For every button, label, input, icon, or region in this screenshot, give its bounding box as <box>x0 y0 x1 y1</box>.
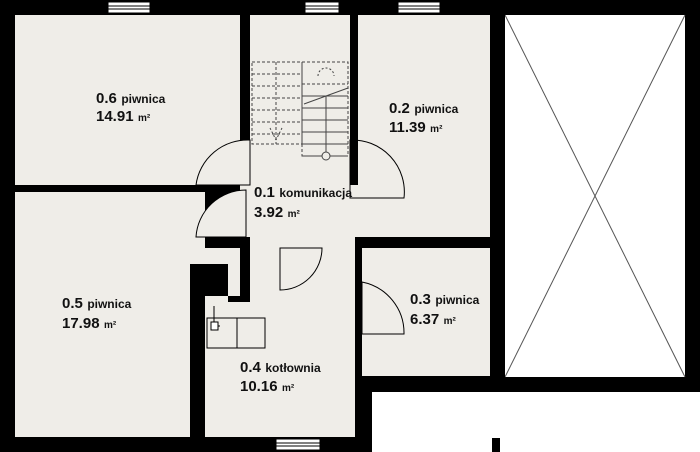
room-name: piwnica <box>121 92 165 106</box>
room-area: 17.98 <box>62 315 100 332</box>
wall-stair-left <box>240 15 250 185</box>
room-unit: m² <box>138 113 151 124</box>
room-area: 14.91 <box>96 108 134 125</box>
window-bottom-04 <box>275 438 321 451</box>
svg-text:0.2 piwnica: 0.2 piwnica <box>389 100 459 117</box>
room-unit: m² <box>288 209 301 220</box>
room-unit: m² <box>104 320 117 331</box>
room-number: 0.2 <box>389 100 410 117</box>
wall-05-04 <box>190 296 205 437</box>
room-unit: m² <box>444 316 457 327</box>
room-name: piwnica <box>87 297 131 311</box>
room-name: piwnica <box>435 293 479 307</box>
svg-text:0.4 kotłownia: 0.4 kotłownia <box>240 359 321 376</box>
svg-text:6.37 m²: 6.37 m² <box>410 311 457 328</box>
room-area: 6.37 <box>410 311 439 328</box>
room-floor-0-2 <box>358 15 490 237</box>
wall-03-top <box>355 237 490 248</box>
window-top-stair <box>304 1 340 14</box>
door-02-swing <box>349 139 405 199</box>
staircase <box>251 61 349 161</box>
window-top-02 <box>397 1 441 14</box>
room-name: piwnica <box>414 102 458 116</box>
wall-04-top-stub <box>228 296 250 302</box>
room-area: 3.92 <box>254 204 283 221</box>
door-06-swing <box>195 139 251 186</box>
passage-floor <box>250 237 355 248</box>
wall-void-left <box>490 15 505 377</box>
room-floor-0-6 <box>15 15 240 185</box>
room-unit: m² <box>282 383 295 394</box>
room-area: 10.16 <box>240 378 278 395</box>
room-number: 0.4 <box>240 359 262 376</box>
boiler-equipment <box>206 306 266 349</box>
door-05-swing <box>195 189 247 238</box>
room-label-0-4: 0.4 kotłownia 10.16 m² <box>240 359 321 395</box>
door-03-swing <box>361 281 405 335</box>
room-area: 11.39 <box>389 119 426 136</box>
svg-text:3.92 m²: 3.92 m² <box>254 204 301 221</box>
svg-text:11.39 m²: 11.39 m² <box>389 119 443 136</box>
wall-06-05 <box>15 185 240 192</box>
wall-03-left <box>355 248 362 376</box>
wall-stair-right <box>350 15 358 185</box>
room-name: kotłownia <box>265 361 321 375</box>
door-04-swing <box>279 247 323 291</box>
room-label-0-2: 0.2 piwnica 11.39 m² <box>389 100 459 136</box>
room-label-0-6: 0.6 piwnica 14.91 m² <box>96 90 166 125</box>
doors <box>195 139 405 335</box>
svg-text:0.3 piwnica: 0.3 piwnica <box>410 291 480 308</box>
room-number: 0.5 <box>62 295 83 312</box>
wall-03-bottom <box>355 376 490 392</box>
room-floor-0-1 <box>240 185 358 237</box>
void-cross-line-2 <box>504 14 686 378</box>
exterior-area <box>372 392 700 452</box>
chimney <box>190 264 228 296</box>
svg-text:17.98 m²: 17.98 m² <box>62 315 117 332</box>
room-unit: m² <box>430 124 443 135</box>
svg-text:0.1 komunikacja: 0.1 komunikacja <box>254 184 352 201</box>
svg-text:14.91 m²: 14.91 m² <box>96 108 151 125</box>
svg-text:10.16 m²: 10.16 m² <box>240 378 295 395</box>
svg-text:0.6 piwnica: 0.6 piwnica <box>96 90 166 107</box>
svg-text:0.5 piwnica: 0.5 piwnica <box>62 295 132 312</box>
room-number: 0.1 <box>254 184 275 201</box>
window-top-06 <box>107 1 151 14</box>
room-number: 0.6 <box>96 90 117 107</box>
room-name: komunikacja <box>279 186 352 200</box>
room-number: 0.3 <box>410 291 431 308</box>
post-marker <box>492 438 500 452</box>
room-floor-0-5 <box>15 192 190 437</box>
room-label-0-1: 0.1 komunikacja 3.92 m² <box>254 184 352 221</box>
wall-04-left-top <box>240 237 250 297</box>
stair-floor <box>250 15 350 185</box>
room-label-0-5: 0.5 piwnica 17.98 m² <box>62 295 132 332</box>
room-label-0-3: 0.3 piwnica 6.37 m² <box>410 291 480 328</box>
windows <box>107 1 441 451</box>
